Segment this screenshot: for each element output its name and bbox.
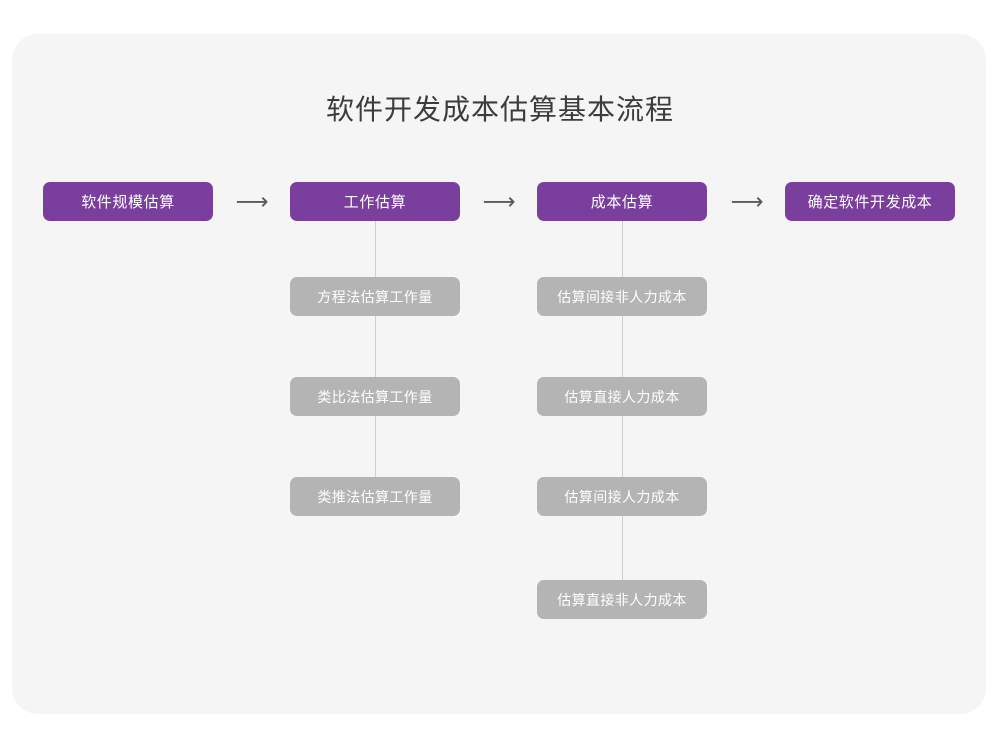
stage-box-cost-estimation[interactable]: 成本估算 — [537, 182, 707, 221]
connector-line-effort-branch — [375, 221, 376, 499]
flow-arrow-icon-1: ⟶ — [235, 189, 269, 215]
sub-box-indirect-nonlabor-cost[interactable]: 估算间接非人力成本 — [537, 277, 707, 316]
sub-box-analogous-inference-method[interactable]: 类推法估算工作量 — [290, 477, 460, 516]
stage-box-software-scale-estimation[interactable]: 软件规模估算 — [43, 182, 213, 221]
stage-box-determine-development-cost[interactable]: 确定软件开发成本 — [785, 182, 955, 221]
sub-box-direct-labor-cost[interactable]: 估算直接人力成本 — [537, 377, 707, 416]
sub-box-direct-nonlabor-cost[interactable]: 估算直接非人力成本 — [537, 580, 707, 619]
sub-box-analogy-method[interactable]: 类比法估算工作量 — [290, 377, 460, 416]
stage-box-effort-estimation[interactable]: 工作估算 — [290, 182, 460, 221]
diagram-card — [12, 34, 986, 714]
page-title: 软件开发成本估算基本流程 — [325, 93, 674, 126]
sub-box-indirect-labor-cost[interactable]: 估算间接人力成本 — [537, 477, 707, 516]
sub-box-equation-method[interactable]: 方程法估算工作量 — [290, 277, 460, 316]
flow-arrow-icon-3: ⟶ — [730, 189, 764, 215]
flow-arrow-icon-2: ⟶ — [482, 189, 516, 215]
